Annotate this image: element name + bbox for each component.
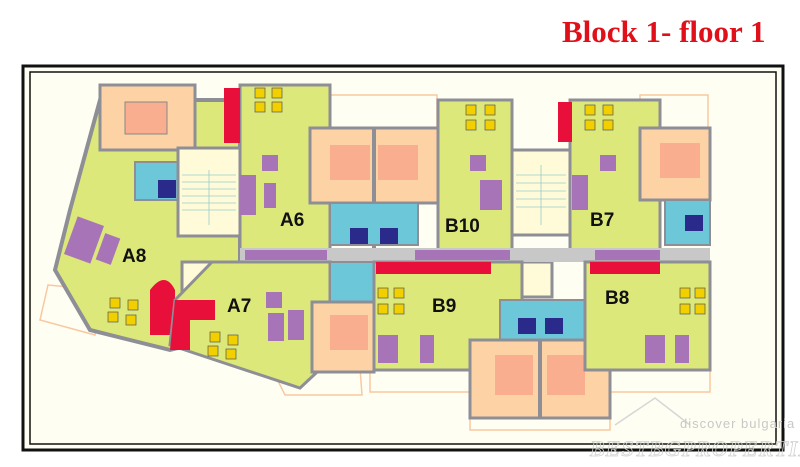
wardrobe bbox=[595, 250, 660, 260]
stairs bbox=[516, 165, 566, 225]
sofa bbox=[572, 175, 588, 210]
page-title: Block 1- floor 1 bbox=[562, 14, 766, 49]
sofa bbox=[288, 310, 304, 340]
a6-kitchen bbox=[224, 88, 240, 143]
table bbox=[420, 335, 434, 363]
watermark-tagline: discover bulgaria bbox=[680, 416, 795, 431]
label-b9: B9 bbox=[432, 296, 456, 317]
shower bbox=[350, 228, 368, 244]
dining-set bbox=[584, 104, 614, 131]
dining-set bbox=[377, 287, 405, 315]
dining-set bbox=[465, 104, 496, 131]
dining-set bbox=[679, 287, 706, 315]
armchair bbox=[266, 292, 282, 308]
wardrobe bbox=[245, 250, 327, 260]
table bbox=[268, 313, 284, 341]
sofa bbox=[378, 335, 398, 363]
table bbox=[95, 233, 121, 265]
dining-set bbox=[107, 297, 139, 326]
label-a6: A6 bbox=[280, 210, 304, 231]
wardrobe bbox=[415, 250, 510, 260]
shower bbox=[518, 318, 536, 334]
a8-kitchen bbox=[150, 280, 175, 335]
label-b8: B8 bbox=[605, 288, 629, 309]
bed bbox=[547, 355, 585, 395]
watermark-logo: discover bulgaria BESTBGPROPERTIES bbox=[589, 397, 800, 461]
shower bbox=[685, 215, 703, 231]
watermark-brand: BESTBGPROPERTIES bbox=[589, 436, 800, 461]
sofa bbox=[64, 216, 104, 264]
b8-kitchen bbox=[590, 262, 660, 274]
shower bbox=[380, 228, 398, 244]
bed bbox=[330, 315, 368, 350]
label-a8: A8 bbox=[122, 246, 146, 267]
b7-kitchen bbox=[558, 102, 572, 142]
shower bbox=[545, 318, 563, 334]
armchair bbox=[470, 155, 486, 171]
bed bbox=[378, 145, 418, 180]
bed bbox=[660, 143, 700, 178]
bed bbox=[330, 145, 370, 180]
label-b10: B10 bbox=[445, 216, 480, 237]
sofa bbox=[240, 175, 256, 215]
bathrooms-center bbox=[329, 202, 419, 246]
a7-bathroom bbox=[329, 261, 375, 303]
dining-set bbox=[254, 87, 283, 113]
table bbox=[675, 335, 689, 363]
label-a7: A7 bbox=[227, 296, 251, 317]
bed bbox=[124, 101, 168, 135]
b9-kitchen bbox=[376, 262, 491, 274]
table bbox=[264, 183, 276, 208]
armchair bbox=[262, 155, 278, 171]
armchair bbox=[600, 155, 616, 171]
elevator-2 bbox=[520, 260, 554, 299]
plan-inner-frame bbox=[29, 71, 777, 445]
bed bbox=[495, 355, 533, 395]
sofa bbox=[645, 335, 665, 363]
bathrooms-bottom bbox=[499, 299, 586, 341]
stairs bbox=[182, 170, 236, 225]
sofa bbox=[480, 180, 502, 210]
shower bbox=[158, 180, 176, 198]
a7-kitchen bbox=[170, 300, 215, 350]
dining-set bbox=[207, 331, 239, 360]
label-b7: B7 bbox=[590, 210, 614, 231]
